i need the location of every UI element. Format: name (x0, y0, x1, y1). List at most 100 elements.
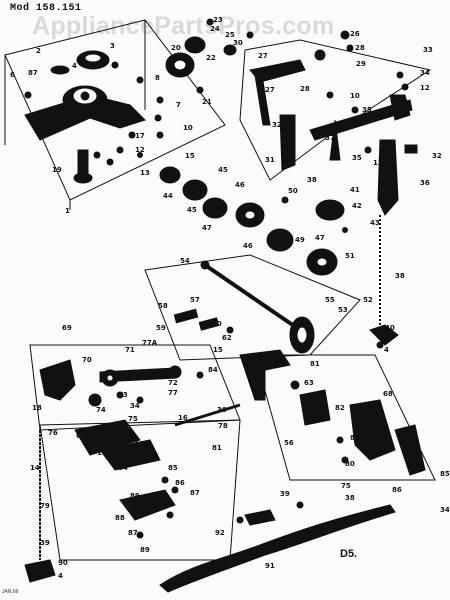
callout-15: 15 (185, 152, 195, 160)
model-label: Mod 158.151 (10, 3, 82, 14)
callout-10b: 10 (350, 92, 360, 100)
callout-34b: 34 (130, 402, 140, 410)
callout-3: 3 (110, 42, 115, 50)
callout-15b: 15 (213, 346, 223, 354)
callout-19: 19 (52, 166, 62, 174)
callout-85: 85 (440, 470, 450, 478)
callout-30: 30 (233, 39, 243, 47)
callout-42: 42 (352, 202, 362, 210)
callout-39b: 39 (280, 490, 290, 498)
callout-15c: 15 (130, 439, 140, 447)
callout-25: 25 (225, 31, 235, 39)
callout-12b: 12 (420, 84, 430, 92)
callout-4: 4 (72, 62, 77, 70)
callout-32b: 32 (432, 152, 442, 160)
callout-82: 82 (335, 404, 345, 412)
callout-27b: 27 (265, 86, 275, 94)
callout-60: 60 (212, 320, 222, 328)
callout-37: 37 (325, 134, 335, 142)
callout-34: 34 (420, 69, 430, 77)
callout-57: 57 (190, 296, 200, 304)
upper-left-assembly (24, 50, 164, 184)
callout-47: 47 (202, 224, 212, 232)
callout-24: 24 (210, 25, 220, 33)
callout-50: 50 (288, 187, 298, 195)
callout-29: 29 (356, 60, 366, 68)
callout-16b: 16 (97, 449, 107, 457)
middle-right-parts (174, 349, 426, 476)
callout-45b: 45 (218, 166, 228, 174)
callout-89: 89 (130, 492, 140, 500)
callout-8: 8 (155, 74, 160, 82)
callout-14: 14 (30, 464, 40, 472)
callout-31: 31 (265, 156, 275, 164)
callout-38: 38 (307, 176, 317, 184)
callout-62: 62 (222, 334, 232, 342)
callout-18: 18 (32, 404, 42, 412)
callout-83: 83 (350, 434, 360, 442)
callout-81: 81 (310, 360, 320, 368)
callout-53: 53 (338, 306, 348, 314)
cam-stack (159, 166, 348, 276)
callout-22: 22 (206, 54, 216, 62)
callout-49: 49 (295, 236, 305, 244)
callout-75: 75 (128, 415, 138, 423)
callout-4c: 4 (58, 572, 63, 580)
upper-right-linkage (249, 30, 418, 216)
callout-78: 78 (218, 422, 228, 430)
callout-87: 87 (28, 69, 38, 77)
callout-73: 73 (118, 391, 128, 399)
callout-85b: 85 (168, 464, 178, 472)
callout-71: 71 (125, 346, 135, 354)
callout-87c: 87 (128, 529, 138, 537)
callout-75b: 75 (341, 482, 351, 490)
callout-44: 44 (163, 192, 173, 200)
callout-77: 77 (168, 389, 178, 397)
callout-81b: 81 (212, 444, 222, 452)
callout-32: 32 (272, 121, 282, 129)
callout-43: 43 (370, 219, 380, 227)
callout-30b: 30 (217, 406, 227, 414)
callout-91: 91 (265, 562, 275, 570)
callout-56: 56 (284, 439, 294, 447)
callout-13: 13 (140, 169, 150, 177)
callout-63: 63 (304, 379, 314, 387)
callout-68: 68 (383, 390, 393, 398)
callout-87b: 87 (190, 489, 200, 497)
callout-84b: 84 (118, 464, 128, 472)
callout-76: 76 (48, 429, 58, 437)
callout-47b: 47 (315, 234, 325, 242)
callout-41: 41 (350, 186, 360, 194)
callout-17: 17 (135, 132, 145, 140)
callout-40: 40 (385, 324, 395, 332)
callout-54: 54 (180, 257, 190, 265)
callout-52: 52 (363, 296, 373, 304)
callout-86b: 86 (175, 479, 185, 487)
callout-59: 59 (156, 324, 166, 332)
callout-70: 70 (82, 356, 92, 364)
callout-26: 26 (350, 30, 360, 38)
callout-72: 72 (168, 379, 178, 387)
callout-2: 2 (36, 47, 41, 55)
upper-left-group-box (4, 19, 226, 201)
callout-86: 86 (392, 486, 402, 494)
callout-61: 61 (90, 436, 100, 444)
lower-parts (24, 419, 179, 583)
callout-13b: 13 (373, 159, 383, 167)
callout-38b: 38 (395, 272, 405, 280)
callout-39: 39 (40, 539, 50, 547)
callout-92: 92 (215, 529, 225, 537)
needle-bar-assembly (369, 215, 399, 349)
lower-group-box (39, 419, 241, 561)
callout-90: 90 (58, 559, 68, 567)
callout-7: 7 (176, 101, 181, 109)
top-centre-parts (165, 18, 254, 94)
callout-55: 55 (325, 296, 335, 304)
long-lever (159, 501, 396, 593)
callout-20: 20 (171, 44, 181, 52)
callout-6: 6 (10, 71, 15, 79)
callout-38c: 38 (345, 494, 355, 502)
callout-10: 10 (183, 124, 193, 132)
